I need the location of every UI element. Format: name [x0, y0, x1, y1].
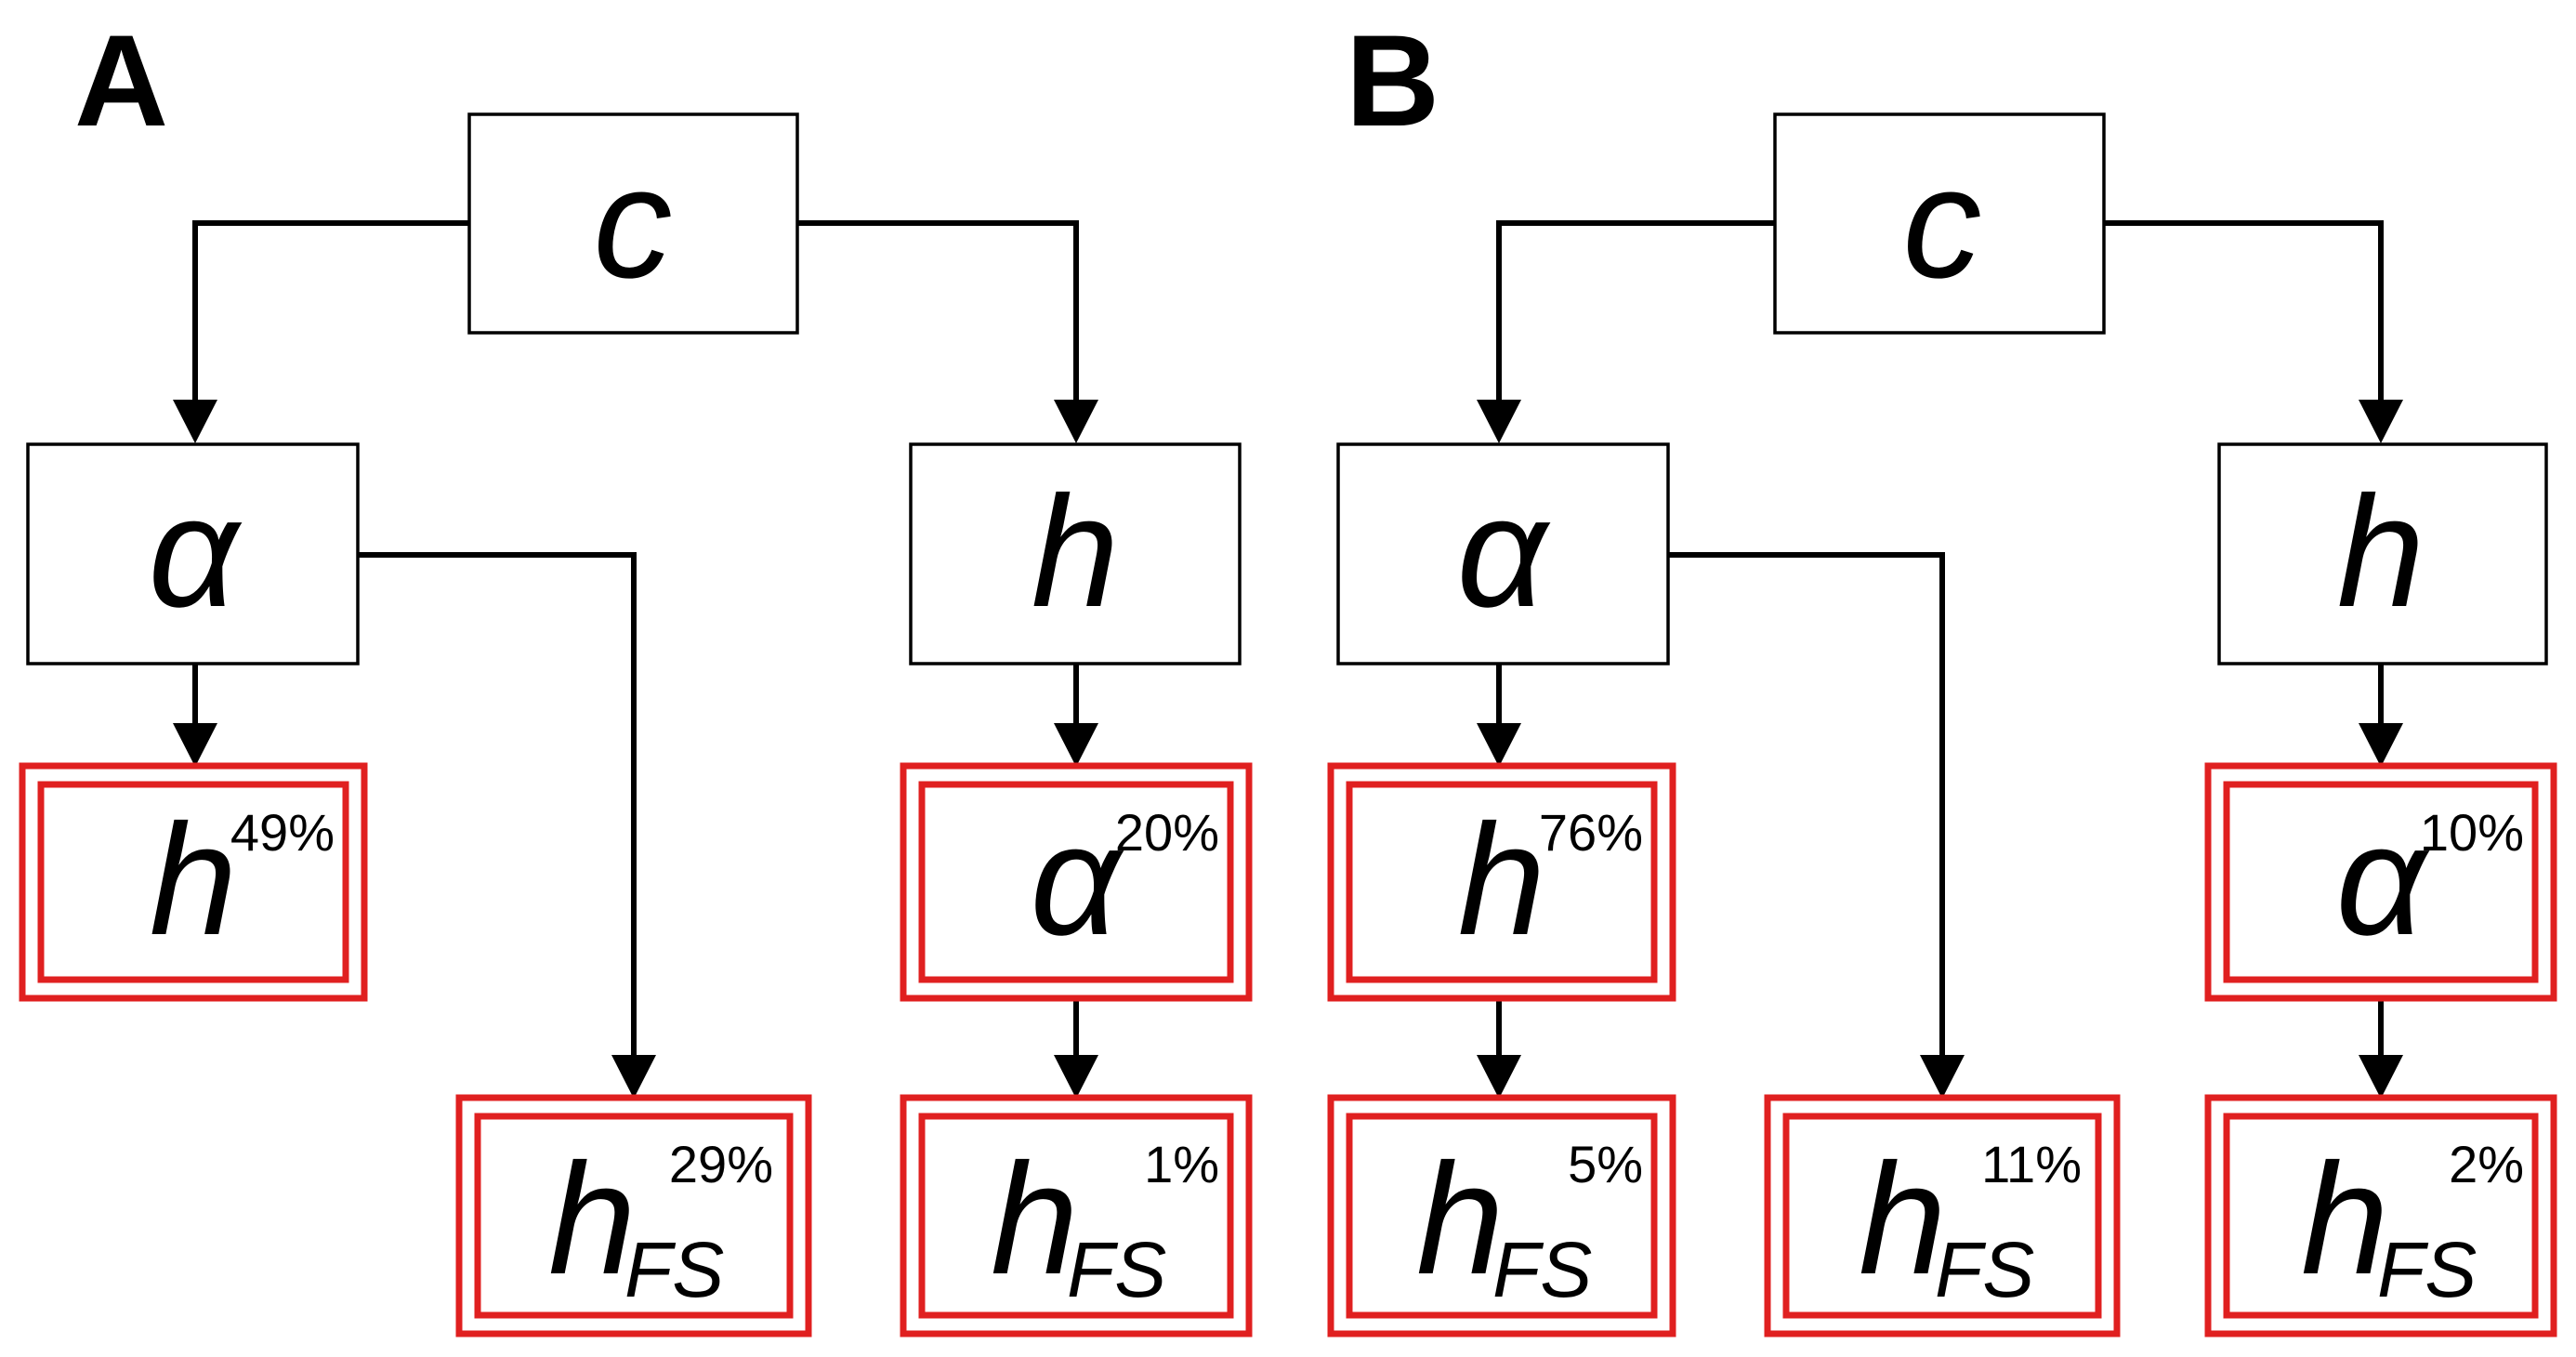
node-symbol: h [991, 1131, 1079, 1308]
arrowhead [611, 1055, 656, 1099]
arrowhead [173, 400, 217, 443]
panel-label-a: A [74, 7, 168, 153]
arrowhead [1477, 400, 1521, 443]
arrowhead [1920, 1055, 1965, 1099]
result-node-alpha: α 20% [900, 762, 1253, 1002]
arrowhead [2359, 723, 2403, 767]
node-symbol: h [1458, 792, 1546, 968]
result-node-hfs: h FS 5% [1327, 1094, 1676, 1337]
node-subscript: FS [624, 1226, 724, 1313]
node-symbol: α [149, 464, 243, 640]
edge-c-to-alpha [192, 220, 469, 400]
panel-a: A c α h h 49 [19, 7, 1253, 1337]
edge-c-to-alpha [1496, 220, 1775, 400]
node-subscript: FS [2377, 1226, 2477, 1313]
node-c: c [467, 112, 799, 335]
node-alpha: α [26, 442, 360, 665]
edge-alpha-to-hfs [358, 552, 637, 1055]
result-node-hfs: h FS 2% [2204, 1094, 2557, 1337]
node-c: c [1773, 112, 2106, 335]
node-symbol: α [1457, 464, 1551, 640]
node-symbol: c [1903, 135, 1982, 311]
node-subscript: FS [1935, 1226, 2034, 1313]
branching-percent: 49% [230, 803, 335, 862]
branching-percent: 11% [1981, 1135, 2082, 1193]
node-subscript: FS [1067, 1226, 1166, 1313]
result-node-hfs: h FS 11% [1764, 1094, 2121, 1337]
edge-c-to-h [797, 220, 1079, 400]
result-node-hfs: h FS 1% [900, 1094, 1253, 1337]
node-symbol: h [1416, 1131, 1505, 1308]
node-h: h [909, 442, 1242, 665]
node-h: h [2217, 442, 2548, 665]
branching-percent: 5% [1568, 1135, 1643, 1193]
node-symbol: h [548, 1131, 637, 1308]
branching-percent: 2% [2449, 1135, 2524, 1193]
arrowhead [173, 723, 217, 767]
node-alpha: α [1336, 442, 1670, 665]
node-symbol: h [1032, 464, 1120, 640]
node-symbol: c [594, 135, 673, 311]
branching-percent: 10% [2420, 803, 2524, 862]
arrowhead [1477, 1055, 1521, 1099]
result-node-hfs: h FS 29% [455, 1094, 812, 1337]
panel-label-b: B [1346, 7, 1439, 153]
branching-percent: 20% [1115, 803, 1219, 862]
node-symbol: h [150, 792, 238, 968]
arrowhead [2359, 1055, 2403, 1099]
result-node-h: h 76% [1327, 762, 1676, 1002]
node-symbol: α [1031, 792, 1124, 968]
result-node-h: h 49% [19, 762, 368, 1002]
edge-c-to-h [2104, 220, 2384, 400]
node-symbol: α [2336, 792, 2430, 968]
arrowhead [1054, 723, 1098, 767]
result-node-alpha: α 10% [2204, 762, 2557, 1002]
edge-alpha-to-hfs [1668, 552, 1945, 1055]
node-subscript: FS [1492, 1226, 1592, 1313]
node-symbol: h [1859, 1131, 1947, 1308]
panel-b: B c α h [1327, 7, 2557, 1337]
node-symbol: h [2301, 1131, 2389, 1308]
arrowhead [1054, 400, 1098, 443]
node-symbol: h [2337, 464, 2425, 640]
arrowhead [1054, 1055, 1098, 1099]
arrowhead [1477, 723, 1521, 767]
arrowhead [2359, 400, 2403, 443]
branching-percent: 29% [669, 1135, 773, 1193]
branching-percent: 1% [1144, 1135, 1219, 1193]
branching-percent: 76% [1539, 803, 1643, 862]
